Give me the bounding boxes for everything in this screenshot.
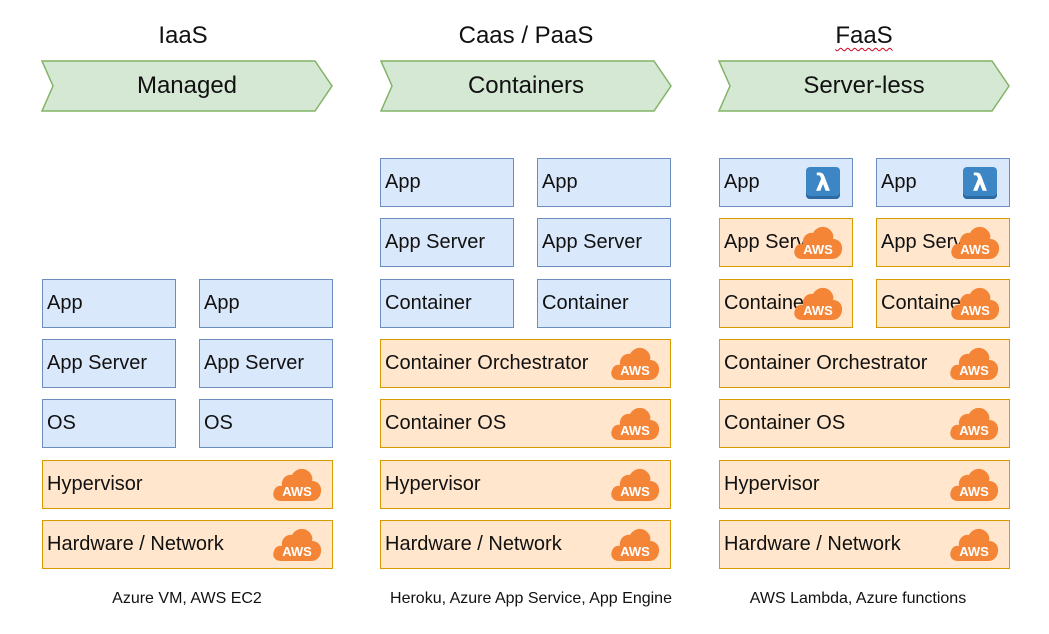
box-label: App — [385, 171, 421, 193]
box-label: Container OS — [724, 412, 846, 434]
box-label: Hypervisor — [385, 473, 481, 495]
paas-container-left: Container — [380, 279, 514, 328]
aws-icon — [609, 405, 661, 443]
paas-caption: Heroku, Azure App Service, App Engine — [390, 590, 672, 607]
aws-icon — [948, 466, 1000, 504]
box-label: App — [542, 171, 578, 193]
box-label: App Server — [47, 352, 148, 374]
faas-title: FaaS — [714, 22, 1014, 50]
box-label: Hardware / Network — [385, 533, 562, 555]
faas-app-right: App λ — [876, 158, 1010, 207]
paas-app-left: App — [380, 158, 514, 207]
iaas-caption: Azure VM, AWS EC2 — [112, 590, 262, 607]
serverless-banner-shape — [718, 60, 1010, 112]
paas-hypervisor: Hypervisor — [380, 460, 671, 509]
iaas-os-right: OS — [199, 399, 333, 448]
box-label: Container — [385, 292, 472, 314]
iaas-app-right: App — [199, 279, 333, 328]
aws-icon — [271, 526, 323, 564]
containers-banner-shape — [380, 60, 672, 112]
paas-app-right: App — [537, 158, 671, 207]
containers-banner: Containers — [467, 72, 585, 99]
box-label: Container — [724, 292, 811, 314]
box-label: OS — [47, 412, 76, 434]
box-label: Hardware / Network — [724, 533, 901, 555]
aws-icon — [792, 224, 844, 262]
faas-app-left: App λ — [719, 158, 853, 207]
box-label: Hypervisor — [724, 473, 820, 495]
aws-icon — [949, 285, 1001, 323]
box-label: App Server — [542, 231, 643, 253]
faas-app-server-left: App Server — [719, 218, 853, 267]
aws-icon — [271, 466, 323, 504]
lambda-icon: λ — [806, 167, 840, 199]
paas-app-server-left: App Server — [380, 218, 514, 267]
box-label: Container — [881, 292, 968, 314]
box-label: OS — [204, 412, 233, 434]
box-label: App Server — [385, 231, 486, 253]
faas-container-right: Container — [876, 279, 1010, 328]
lambda-icon: λ — [963, 167, 997, 199]
box-label: App — [204, 292, 240, 314]
iaas-app-server-right: App Server — [199, 339, 333, 388]
box-label: Container Orchestrator — [385, 352, 589, 374]
faas-app-server-right: App Server — [876, 218, 1010, 267]
paas-container-orchestrator: Container Orchestrator — [380, 339, 671, 388]
serverless-banner: Server-less — [803, 72, 925, 99]
aws-icon — [948, 526, 1000, 564]
aws-icon — [949, 224, 1001, 262]
aws-icon — [609, 526, 661, 564]
caas-paas-title: Caas / PaaS — [458, 22, 594, 49]
managed-banner: Managed — [136, 72, 238, 99]
box-label: Container — [542, 292, 629, 314]
faas-container-orchestrator: Container Orchestrator — [719, 339, 1010, 388]
managed-banner-shape — [41, 60, 333, 112]
paas-container-right: Container — [537, 279, 671, 328]
box-label: App — [47, 292, 83, 314]
paas-app-server-right: App Server — [537, 218, 671, 267]
aws-icon — [609, 466, 661, 504]
iaas-app-server-left: App Server — [42, 339, 176, 388]
box-label: Hardware / Network — [47, 533, 224, 555]
box-label: Hypervisor — [47, 473, 143, 495]
faas-container-left: Container — [719, 279, 853, 328]
box-label: Container Orchestrator — [724, 352, 928, 374]
iaas-hardware-network: Hardware / Network — [42, 520, 333, 569]
aws-icon — [948, 405, 1000, 443]
paas-container-os: Container OS — [380, 399, 671, 448]
box-label: App Server — [204, 352, 305, 374]
aws-icon — [792, 285, 844, 323]
iaas-os-left: OS — [42, 399, 176, 448]
iaas-title: IaaS — [158, 22, 208, 49]
box-label: Container OS — [385, 412, 507, 434]
paas-hardware-network: Hardware / Network — [380, 520, 671, 569]
aws-icon — [948, 345, 1000, 383]
faas-container-os: Container OS — [719, 399, 1010, 448]
faas-caption: AWS Lambda, Azure functions — [749, 590, 967, 607]
faas-title-text: FaaS — [835, 22, 893, 49]
iaas-hypervisor: Hypervisor — [42, 460, 333, 509]
faas-hypervisor: Hypervisor — [719, 460, 1010, 509]
faas-hardware-network: Hardware / Network — [719, 520, 1010, 569]
box-label: App — [881, 171, 917, 193]
aws-icon — [609, 345, 661, 383]
box-label: App — [724, 171, 760, 193]
iaas-app-left: App — [42, 279, 176, 328]
